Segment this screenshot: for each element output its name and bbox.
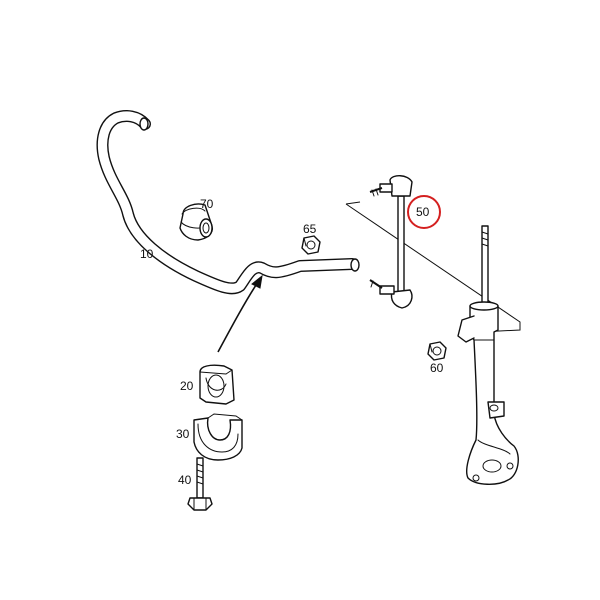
label-40: 40 (178, 473, 192, 487)
label-65: 65 (303, 222, 317, 236)
highlight-circle (407, 195, 441, 229)
stabilizer-bar[interactable] (96, 110, 360, 295)
stabilizer-link[interactable] (369, 175, 413, 309)
strut[interactable] (457, 225, 519, 485)
bushing[interactable] (199, 364, 235, 405)
label-60: 60 (430, 361, 444, 375)
assembly-arrow (217, 274, 263, 353)
nut-60[interactable] (427, 341, 447, 361)
label-70: 70 (200, 197, 214, 211)
nut-65[interactable] (301, 235, 321, 255)
reference-plane (345, 201, 521, 333)
label-30: 30 (176, 427, 190, 441)
bracket[interactable] (193, 413, 243, 461)
stabilizer-bar-end-left (139, 117, 149, 131)
label-50: 50 (416, 205, 430, 219)
bolt[interactable] (187, 457, 213, 511)
label-20: 20 (180, 379, 194, 393)
stabilizer-bar-end-right (350, 258, 360, 272)
label-10: 10 (140, 247, 154, 261)
rubber-mount[interactable] (179, 203, 213, 241)
